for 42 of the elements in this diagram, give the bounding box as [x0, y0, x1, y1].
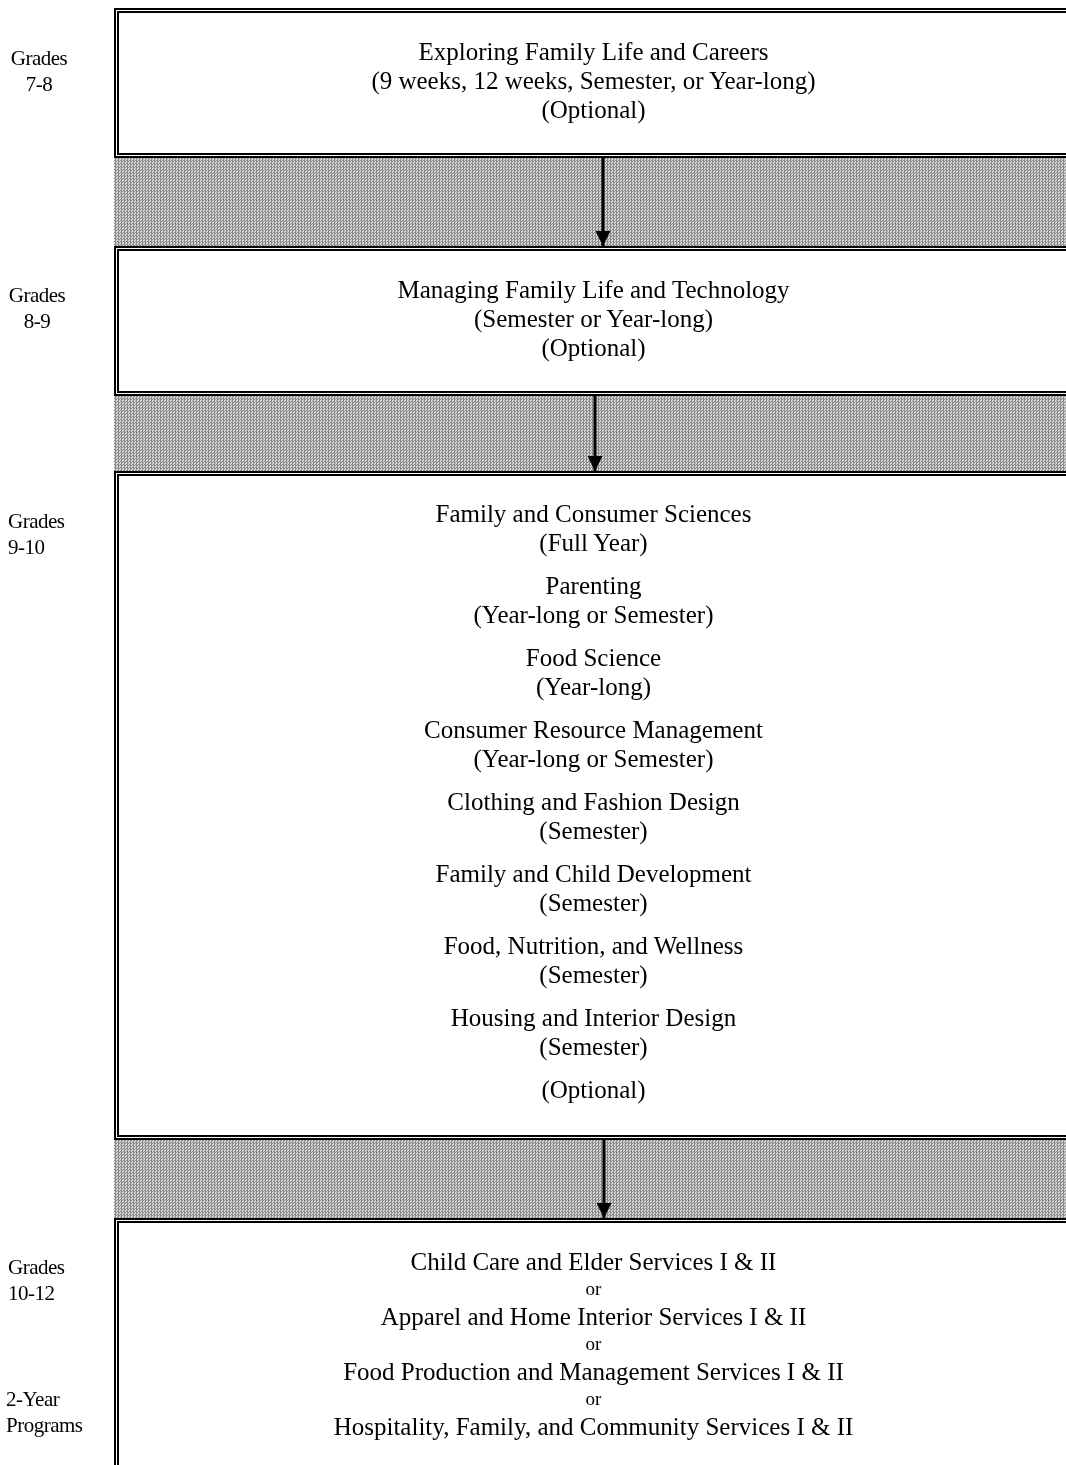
grade-label: Grades 8-9 — [7, 282, 67, 334]
course-text: Parenting — [545, 571, 642, 600]
connector-word: or — [585, 1277, 602, 1301]
course-text: (Optional) — [541, 333, 646, 362]
course-text: (Semester) — [539, 960, 648, 989]
course-text: Food Science — [525, 643, 662, 672]
course-text: Food Production and Management Services I & II — [343, 1357, 844, 1386]
course-text: (Year-long) — [536, 672, 651, 701]
course-text: Food, Nutrition, and Wellness — [443, 931, 744, 960]
course-text: Hospitality, Family, and Community Services I & II — [333, 1412, 854, 1441]
arrow — [596, 1140, 612, 1218]
grade-label: Grades 7-8 — [9, 45, 69, 97]
course-text: Family and Child Development — [435, 859, 752, 888]
course-text: Housing and Interior Design — [450, 1003, 737, 1032]
course-text: Apparel and Home Interior Services I & II — [380, 1302, 807, 1331]
course-text: Consumer Resource Management — [424, 715, 763, 744]
course-text: Exploring Family Life and Careers — [418, 37, 769, 66]
course-box — [114, 8, 1066, 158]
connector-word: or — [585, 1387, 602, 1411]
arrow — [595, 158, 611, 246]
course-text: Managing Family Life and Technology — [397, 275, 790, 304]
course-text: (Semester or Year-long) — [474, 304, 713, 333]
connector-word: or — [585, 1332, 602, 1356]
grade-label: 2-Year Programs — [6, 1386, 84, 1438]
course-box — [114, 471, 1066, 1140]
grade-label: Grades 10-12 — [8, 1254, 66, 1306]
arrow — [587, 396, 603, 471]
course-box — [114, 1218, 1066, 1465]
grade-label: Grades 9-10 — [8, 508, 66, 560]
course-box — [114, 246, 1066, 396]
course-text: (Year-long or Semester) — [473, 744, 714, 773]
course-text: (Optional) — [541, 95, 646, 124]
course-text: (Optional) — [541, 1075, 646, 1104]
course-text: Child Care and Elder Services I & II — [410, 1247, 777, 1276]
course-text: (Full Year) — [539, 528, 648, 557]
course-text: (Semester) — [539, 816, 648, 845]
course-text: (Year-long or Semester) — [473, 600, 714, 629]
course-text: (9 weeks, 12 weeks, Semester, or Year-long) — [371, 66, 816, 95]
course-text: Clothing and Fashion Design — [447, 787, 740, 816]
course-text: (Semester) — [539, 1032, 648, 1061]
course-text: (Semester) — [539, 888, 648, 917]
course-text: Family and Consumer Sciences — [435, 499, 752, 528]
